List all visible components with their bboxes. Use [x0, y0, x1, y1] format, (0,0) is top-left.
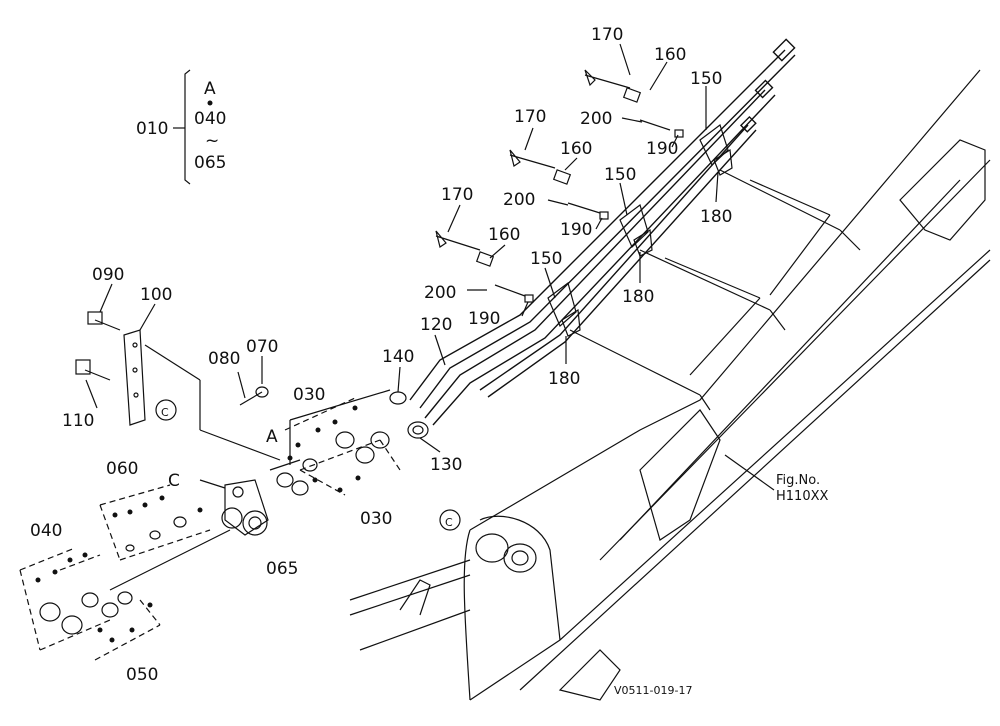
fig-number: H110XX — [776, 489, 828, 504]
label-a-mid: A — [266, 427, 278, 447]
label-150a: 150 — [690, 69, 722, 89]
bracket-010 — [184, 69, 191, 185]
label-200c: 200 — [424, 283, 456, 303]
label-tilde: ~ — [205, 131, 219, 151]
label-160b: 160 — [560, 139, 592, 159]
label-170a: 170 — [591, 25, 623, 45]
label-170c: 170 — [441, 185, 473, 205]
label-layer: 010 A 040 ~ 065 170 160 150 200 190 180 … — [30, 25, 732, 685]
circle-c-frame — [439, 509, 461, 531]
label-130: 130 — [430, 455, 462, 475]
mount-lines — [569, 169, 861, 411]
part-dots — [35, 100, 361, 643]
label-160a: 160 — [654, 45, 686, 65]
label-190a: 190 — [646, 139, 678, 159]
label-200a: 200 — [580, 109, 612, 129]
figure-caption: Fig.No. H110XX — [776, 473, 828, 504]
label-150c: 150 — [530, 249, 562, 269]
label-065: 065 — [266, 559, 298, 579]
circle-c-plate — [155, 399, 177, 421]
label-190b: 190 — [560, 220, 592, 240]
label-030a: 030 — [293, 385, 325, 405]
label-080: 080 — [208, 349, 240, 369]
label-010: 010 — [136, 119, 168, 139]
label-060: 060 — [106, 459, 138, 479]
label-c-plate: C — [161, 406, 169, 419]
parts-040-050 — [19, 529, 231, 661]
label-c-mid: C — [168, 471, 180, 491]
label-180b: 180 — [622, 287, 654, 307]
label-120: 120 — [420, 315, 452, 335]
label-a-top: A — [204, 79, 216, 99]
mounting-plate — [75, 311, 281, 461]
label-190c: 190 — [468, 309, 500, 329]
label-150b: 150 — [604, 165, 636, 185]
label-140: 140 — [382, 347, 414, 367]
hydraulic-pipes — [409, 38, 796, 426]
circle-markers — [155, 399, 461, 531]
pipe-fittings — [389, 391, 429, 439]
label-100: 100 — [140, 285, 172, 305]
label-200b: 200 — [503, 190, 535, 210]
label-040: 040 — [30, 521, 62, 541]
label-110: 110 — [62, 411, 94, 431]
bolts-upper — [435, 69, 684, 303]
label-c-frame: C — [445, 516, 453, 529]
fig-label: Fig.No. — [776, 473, 820, 488]
label-050: 050 — [126, 665, 158, 685]
pipe-clamps — [547, 124, 733, 337]
label-170b: 170 — [514, 107, 546, 127]
drawing-code: V0511-019-17 — [614, 684, 692, 697]
label-180c: 180 — [548, 369, 580, 389]
label-070: 070 — [246, 337, 278, 357]
label-160c: 160 — [488, 225, 520, 245]
label-090: 090 — [92, 265, 124, 285]
boom-frame — [349, 69, 991, 701]
leader-lines — [85, 43, 775, 491]
label-040-top: 040 — [194, 109, 226, 129]
parts-030 — [239, 386, 401, 496]
label-030b: 030 — [360, 509, 392, 529]
label-065-top: 065 — [194, 153, 226, 173]
parts-060 — [99, 484, 211, 561]
label-180a: 180 — [700, 207, 732, 227]
